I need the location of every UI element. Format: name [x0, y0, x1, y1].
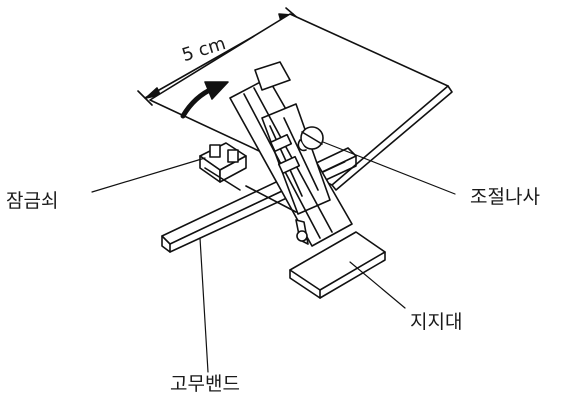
label-adjust-screw: 조절나사: [470, 186, 540, 208]
clamp-body: [229, 61, 353, 247]
rotation-arrow-icon: [180, 81, 229, 119]
label-lock: 잠금쇠: [6, 190, 59, 212]
adjust-screw-knob: [297, 126, 324, 152]
leader-line-adjust-screw: [322, 141, 456, 195]
lock-clip: [199, 142, 247, 191]
support-plate: [289, 231, 386, 299]
leader-line-support: [349, 261, 406, 309]
label-rubber-band: 고무밴드: [170, 373, 240, 395]
leader-line-lock: [91, 157, 206, 193]
leader-line-rubber-band: [199, 237, 209, 373]
label-support: 지지대: [410, 311, 463, 333]
